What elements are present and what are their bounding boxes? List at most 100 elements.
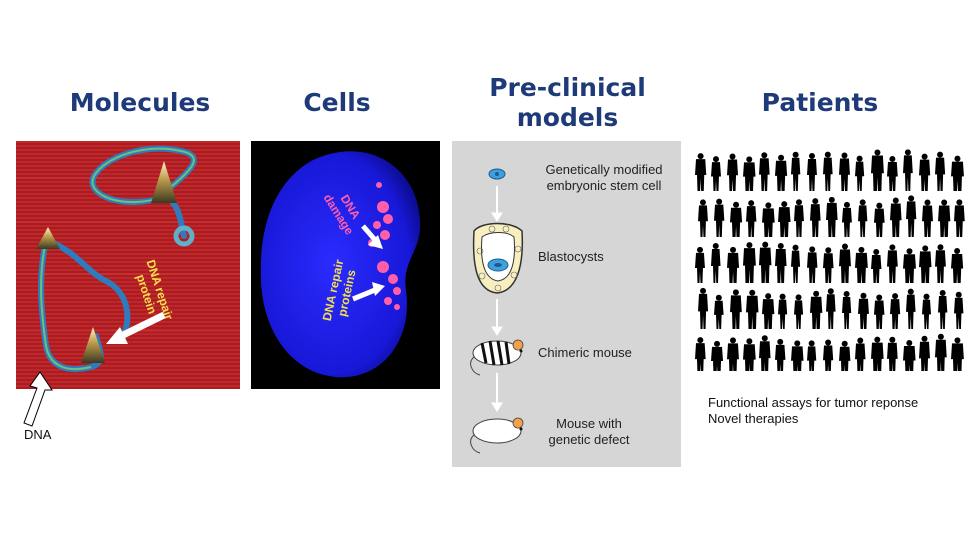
person-silhouette	[855, 155, 865, 191]
person-silhouette	[743, 338, 756, 371]
person-silhouette	[714, 294, 724, 329]
heading-patients: Patients	[761, 88, 879, 117]
person-silhouette	[762, 202, 775, 237]
person-silhouette	[791, 151, 801, 191]
dna-label: DNA	[24, 427, 52, 442]
person-silhouette	[938, 199, 951, 237]
person-silhouette	[775, 243, 787, 283]
person-silhouette	[727, 153, 739, 191]
arrow-icon	[106, 311, 166, 344]
person-silhouette	[935, 151, 946, 191]
person-silhouette	[871, 248, 882, 283]
arrow-icon	[491, 186, 503, 222]
patients-caption-therapies: Novel therapies	[708, 411, 799, 426]
person-silhouette	[743, 242, 756, 283]
person-silhouette	[826, 196, 838, 237]
person-silhouette	[858, 199, 868, 237]
person-silhouette	[935, 333, 947, 371]
person-silhouette	[727, 337, 739, 371]
person-silhouette	[839, 340, 851, 371]
stem-cell-icon	[488, 168, 506, 180]
person-silhouette	[887, 336, 898, 371]
person-silhouette	[746, 289, 759, 329]
person-silhouette	[839, 243, 851, 283]
person-silhouette	[906, 288, 916, 329]
heading-preclinical-line1: Pre-clinical	[489, 73, 646, 102]
person-silhouette	[794, 199, 804, 237]
person-silhouette	[746, 200, 757, 237]
person-silhouette	[743, 156, 756, 191]
person-silhouette	[855, 337, 866, 371]
person-silhouette	[919, 153, 931, 191]
protein-peak	[81, 327, 105, 363]
person-silhouette	[954, 291, 964, 329]
arrow-icon	[491, 299, 503, 336]
person-silhouette	[842, 201, 852, 237]
person-silhouette	[711, 156, 721, 191]
person-silhouette	[714, 198, 725, 237]
step-label-stem-cell: Genetically modified embryonic stem cell	[545, 162, 663, 193]
person-silhouette	[874, 202, 885, 237]
person-silhouette	[807, 340, 817, 371]
person-silhouette	[695, 246, 705, 283]
step-label-defect-mouse: Mouse with genetic defect	[548, 416, 630, 447]
person-silhouette	[695, 337, 706, 371]
person-silhouette	[842, 291, 852, 329]
person-silhouette	[919, 335, 930, 371]
person-silhouette	[810, 290, 823, 329]
mouse-icon	[470, 417, 524, 454]
person-silhouette	[711, 243, 721, 283]
patients-caption-assays: Functional assays for tumor reponse	[708, 395, 919, 410]
arrow-icon	[23, 371, 53, 427]
person-silhouette	[954, 199, 965, 237]
arrow-icon	[361, 224, 383, 249]
person-silhouette	[874, 294, 885, 329]
person-silhouette	[695, 153, 707, 191]
person-silhouette	[858, 292, 869, 329]
person-silhouette	[810, 198, 821, 237]
person-silhouette	[711, 340, 724, 371]
person-silhouette	[762, 293, 775, 329]
dna-afm-image: DNA repair protein	[16, 141, 240, 389]
person-silhouette	[887, 244, 898, 283]
person-silhouette	[727, 246, 740, 283]
person-silhouette	[855, 246, 868, 283]
person-silhouette	[887, 156, 898, 191]
person-silhouette	[759, 335, 771, 371]
heading-preclinical: Pre-clinical models	[455, 73, 680, 133]
person-silhouette	[775, 154, 788, 191]
person-silhouette	[906, 195, 917, 237]
person-silhouette	[730, 201, 743, 237]
step-label-chimeric-mouse: Chimeric mouse	[538, 345, 632, 360]
dna-loop-small	[173, 225, 195, 247]
protein-peak	[151, 161, 177, 203]
person-silhouette	[839, 152, 850, 191]
person-silhouette	[890, 293, 901, 329]
heading-molecules: Molecules	[69, 88, 211, 117]
arrow-icon	[352, 282, 385, 302]
person-silhouette	[951, 337, 964, 371]
person-silhouette	[730, 289, 742, 329]
person-silhouette	[903, 149, 913, 191]
person-silhouette	[938, 290, 948, 329]
person-silhouette	[823, 247, 834, 283]
person-silhouette	[778, 201, 791, 237]
cell-nucleus-image: DNA damage DNA repair proteins	[251, 141, 440, 389]
preclinical-panel: Genetically modified embryonic stem cell…	[452, 141, 681, 467]
heading-cells: Cells	[303, 88, 371, 117]
person-silhouette	[778, 293, 788, 329]
arrow-icon	[491, 373, 503, 412]
person-silhouette	[807, 153, 817, 191]
blastocyst-icon	[472, 222, 524, 294]
people-silhouettes	[695, 149, 965, 371]
person-silhouette	[807, 246, 818, 283]
heading-preclinical-line2: models	[516, 103, 619, 132]
person-silhouette	[871, 149, 884, 191]
protein-peak	[36, 227, 60, 249]
step-label-blastocysts: Blastocysts	[538, 249, 604, 264]
person-silhouette	[903, 340, 916, 371]
person-silhouette	[922, 293, 932, 329]
person-silhouette	[951, 155, 964, 191]
damage-foci	[368, 182, 401, 310]
person-silhouette	[935, 244, 946, 283]
